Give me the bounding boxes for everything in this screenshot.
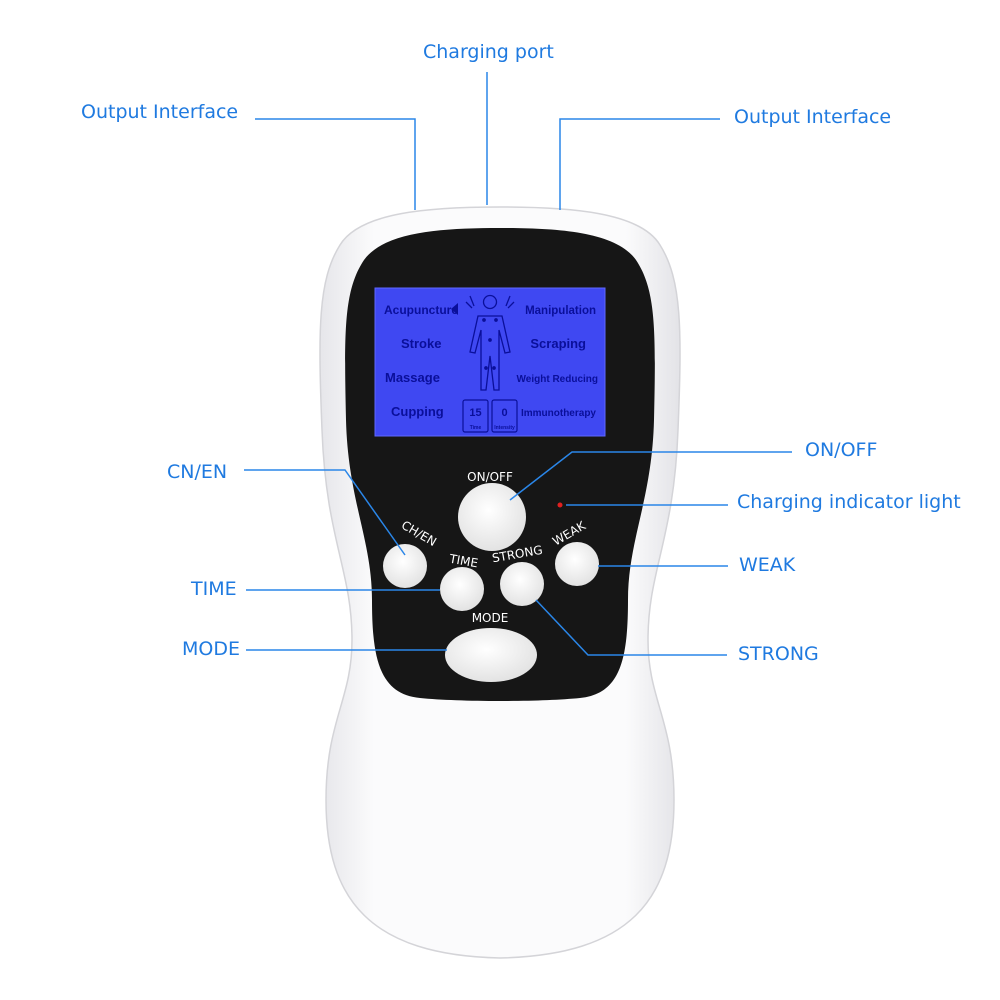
on-off-button[interactable] xyxy=(458,483,526,551)
device-label-mode: MODE xyxy=(472,611,509,625)
weak-button[interactable] xyxy=(555,542,599,586)
strong-button[interactable] xyxy=(500,562,544,606)
leader-on-off xyxy=(509,451,792,501)
lcd-intensity-box xyxy=(491,399,518,433)
leader-lines xyxy=(244,72,792,656)
callout-charging-indicator-light: Charging indicator light xyxy=(737,491,961,513)
leader-output-left xyxy=(255,118,416,210)
lcd-time-value: 15 xyxy=(469,407,481,419)
callout-mode: MODE xyxy=(182,638,240,660)
callout-output-interface-right: Output Interface xyxy=(734,106,892,128)
lcd-time-label: Time xyxy=(470,425,482,431)
ch-en-button[interactable] xyxy=(383,544,427,588)
leader-cn-en xyxy=(244,469,406,556)
mode-button[interactable] xyxy=(445,628,537,682)
lcd-mode-manipulation: Manipulation xyxy=(525,305,596,317)
leader-strong xyxy=(535,599,727,656)
device-label-on-off: ON/OFF xyxy=(467,470,513,484)
left-triangle-icon xyxy=(451,303,458,315)
lcd-mode-weight-reducing: Weight Reducing xyxy=(517,374,598,385)
callout-charging-port: Charging port xyxy=(423,41,554,63)
human-body-icon xyxy=(465,294,515,391)
lcd-mode-cupping: Cupping xyxy=(391,404,444,419)
lcd-mode-massage: Massage xyxy=(385,370,440,385)
callout-time: TIME xyxy=(191,578,237,600)
lcd-mode-scraping: Scraping xyxy=(530,336,586,351)
device-label-time: TIME xyxy=(447,551,479,570)
leader-output-right xyxy=(559,118,720,210)
callout-cn-en: CN/EN xyxy=(167,461,228,483)
callout-strong: STRONG xyxy=(738,643,819,665)
lcd-mode-acupuncture: Acupuncture xyxy=(384,303,458,317)
lcd-intensity-value: 0 xyxy=(501,407,507,419)
callout-output-interface-left: Output Interface xyxy=(81,101,239,123)
lcd-time-box xyxy=(462,399,489,433)
charging-indicator-light xyxy=(557,502,563,508)
lcd-screen xyxy=(374,287,606,437)
lcd-mode-stroke: Stroke xyxy=(401,336,441,351)
time-button[interactable] xyxy=(440,567,484,611)
lcd-mode-immunotherapy: Immunotherapy xyxy=(521,408,596,419)
callout-on-off: ON/OFF xyxy=(805,439,878,461)
callout-weak: WEAK xyxy=(739,554,796,576)
lcd-intensity-label: Intensity xyxy=(494,425,515,431)
